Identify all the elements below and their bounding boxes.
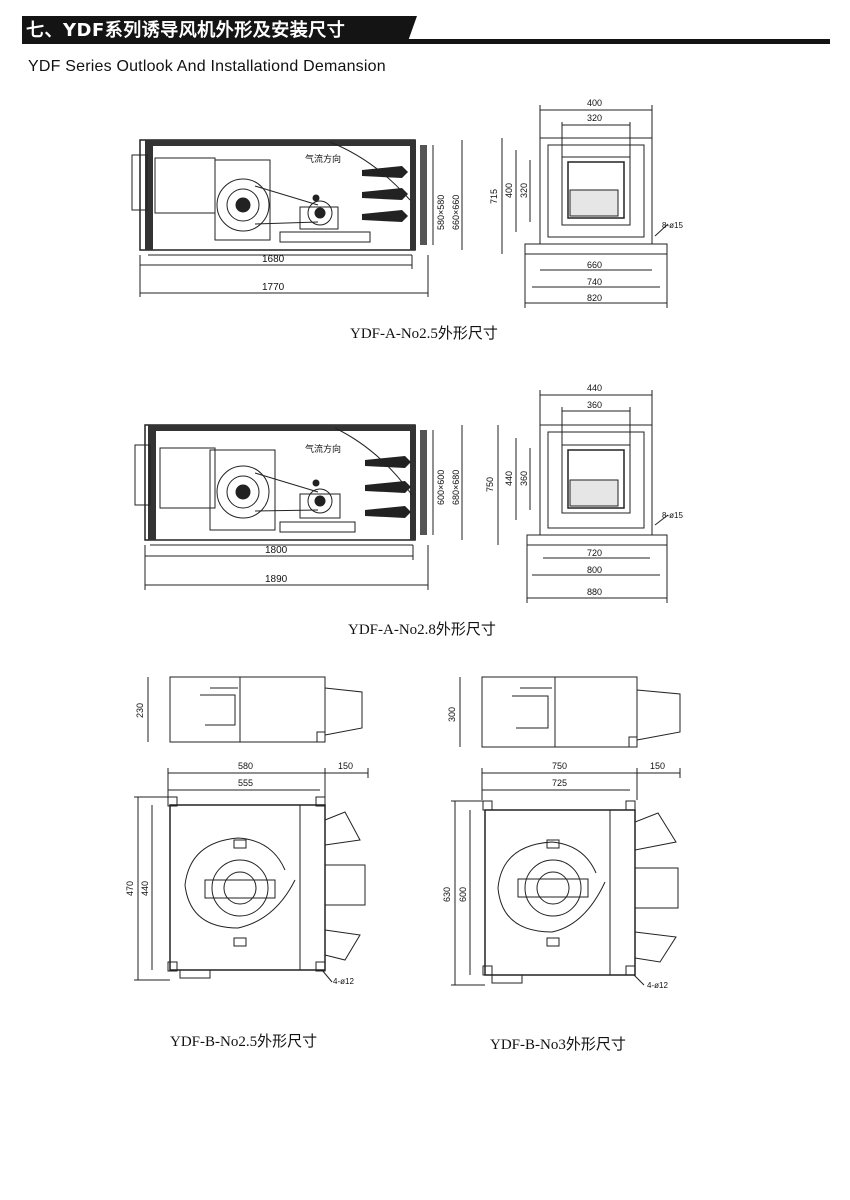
dim-top-inner: 320 xyxy=(587,113,602,123)
dim-left-outer: 440 xyxy=(504,471,514,486)
dim-base-mid: 800 xyxy=(587,565,602,575)
dim-height-inner: 600 xyxy=(458,887,468,902)
dim-top-inner: 360 xyxy=(587,400,602,410)
dim-left-outer: 400 xyxy=(504,183,514,198)
caption-a-no2-8: YDF-A-No2.8外形尺寸 xyxy=(348,622,496,638)
dim-base-inner: 720 xyxy=(587,548,602,558)
dim-nozzle: 150 xyxy=(338,761,353,771)
dim-left-inner: 360 xyxy=(519,471,529,486)
dim-base-mid: 740 xyxy=(587,277,602,287)
caption-a-no2-5: YDF-A-No2.5外形尺寸 xyxy=(350,326,498,342)
dim-top-height: 230 xyxy=(135,703,145,718)
dim-height-inner: 440 xyxy=(140,881,150,896)
section-title: 七、YDF系列诱导风机外形及安装尺寸 xyxy=(26,20,346,41)
dim-grille-outer: 680×680 xyxy=(451,470,461,505)
dim-top-height: 300 xyxy=(447,707,457,722)
dim-width-inner: 555 xyxy=(238,778,253,788)
dim-inner-length: 1680 xyxy=(262,254,285,265)
caption-b-no3: YDF-B-No3外形尺寸 xyxy=(490,1037,626,1053)
dim-holes: 4-ø12 xyxy=(647,981,668,990)
dim-height: 715 xyxy=(489,189,499,204)
airflow-label: 气流方向 xyxy=(305,153,341,164)
dim-top-outer: 440 xyxy=(587,383,602,393)
dim-grille-inner: 600×600 xyxy=(436,470,446,505)
dim-width-outer: 580 xyxy=(238,761,253,771)
dim-outer-length: 1770 xyxy=(262,282,285,293)
dim-holes: 4-ø12 xyxy=(333,977,354,986)
dim-height: 750 xyxy=(485,477,495,492)
dim-inner-length: 1800 xyxy=(265,545,288,556)
dim-top-outer: 400 xyxy=(587,98,602,108)
dim-outer-length: 1890 xyxy=(265,574,288,585)
header-band xyxy=(22,16,830,44)
dim-base-inner: 660 xyxy=(587,260,602,270)
dim-left-inner: 320 xyxy=(519,183,529,198)
airflow-label: 气流方向 xyxy=(305,443,341,454)
dim-base-outer: 820 xyxy=(587,293,602,303)
dim-width-inner: 725 xyxy=(552,778,567,788)
caption-b-no2-5: YDF-B-No2.5外形尺寸 xyxy=(170,1034,318,1050)
dim-base-outer: 880 xyxy=(587,587,602,597)
dim-width-outer: 750 xyxy=(552,761,567,771)
dim-nozzle: 150 xyxy=(650,761,665,771)
dim-holes: 8-ø15 xyxy=(662,221,683,230)
dim-grille-outer: 660×660 xyxy=(451,195,461,230)
section-subtitle: YDF Series Outlook And Installationd Dem… xyxy=(28,58,386,75)
dim-height-outer: 470 xyxy=(125,881,135,896)
dim-height-outer: 630 xyxy=(442,887,452,902)
dim-grille-inner: 580×580 xyxy=(436,195,446,230)
dim-holes: 8-ø15 xyxy=(662,511,683,520)
